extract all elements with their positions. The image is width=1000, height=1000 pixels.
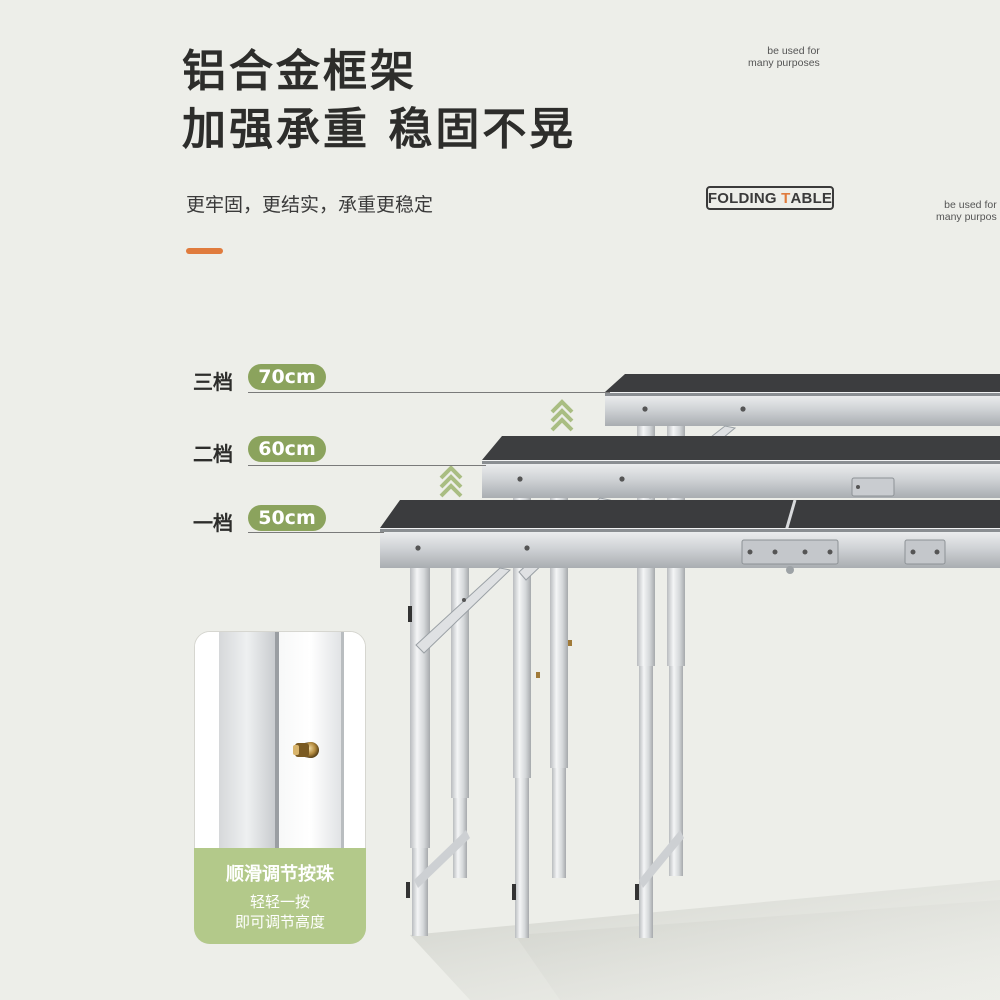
level-label-3: 三档 [193, 370, 233, 394]
badge-text-start: FOLDING [707, 189, 782, 207]
floor-shadows [410, 880, 1000, 1000]
detail-card-title: 顺滑调节按珠 [226, 864, 334, 885]
page-title-line2: 加强承重 稳固不晃 [182, 104, 577, 155]
detail-card-footer [194, 848, 366, 944]
level-height-pill-3: 70cm [248, 364, 326, 390]
english-caption-edge-line2: many purpos [936, 210, 997, 223]
english-caption-top-line1: be used for [767, 45, 820, 57]
level-line-3 [248, 392, 610, 393]
level-line-2 [248, 465, 486, 466]
english-caption-top-line2: many purposes [748, 56, 820, 69]
detail-card-line1: 轻轻一按 [249, 893, 310, 911]
page-title-line1: 铝合金框架 [182, 46, 417, 97]
level-height-pill-1: 50cm [248, 505, 326, 531]
level-height-pill-2: 60cm [248, 436, 326, 462]
level-label-1: 一档 [193, 511, 233, 535]
english-caption-edge: be used for many purpos [936, 199, 997, 223]
height-up-arrow-mid [439, 465, 463, 498]
page-subtitle: 更牢固，更结实，承重更稳定 [186, 194, 434, 216]
table-low [380, 499, 1000, 936]
height-up-arrow-high [550, 399, 574, 432]
english-caption-top: be used for many purposes [748, 45, 820, 69]
level-label-2: 二档 [193, 442, 233, 466]
detail-card-line2: 即可调节高度 [234, 913, 325, 931]
level-line-1 [248, 532, 384, 533]
accent-divider [186, 248, 223, 254]
badge-text-highlight: T [781, 189, 791, 207]
badge-text-end: ABLE [790, 189, 833, 207]
english-caption-edge-line1: be used for [944, 199, 997, 211]
